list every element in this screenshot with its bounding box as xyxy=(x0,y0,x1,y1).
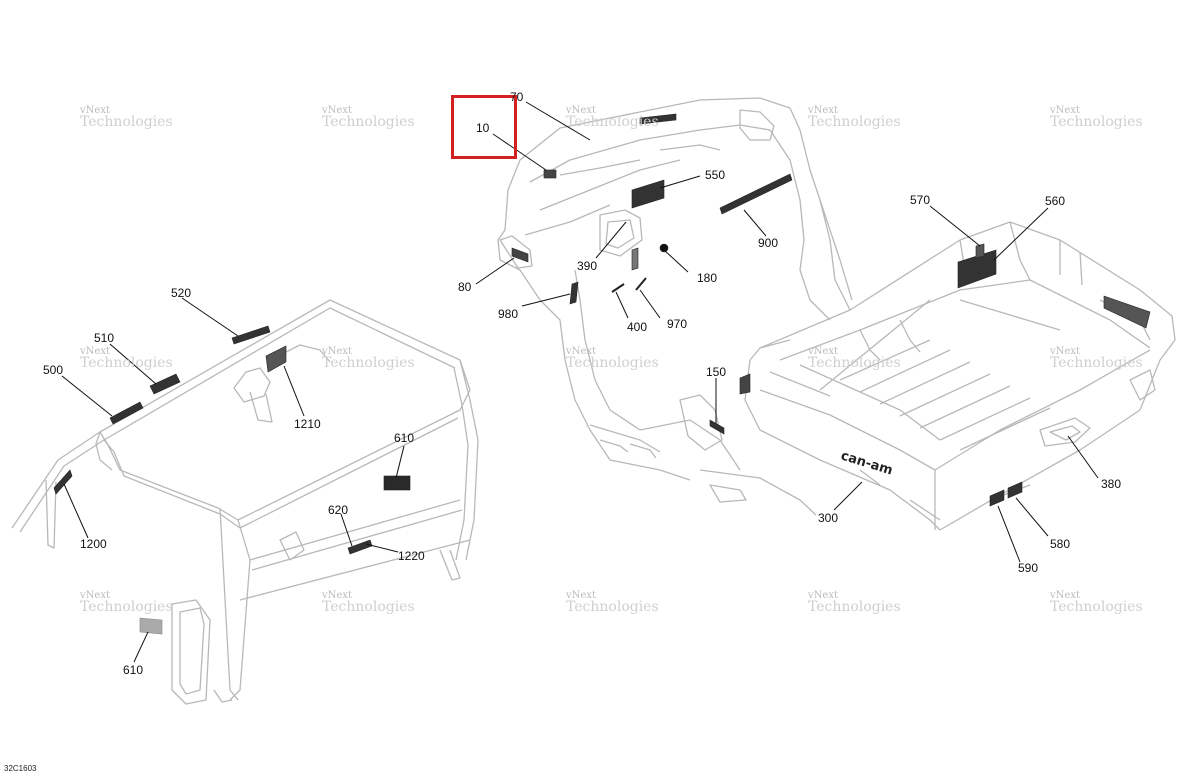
decal-70 xyxy=(639,113,677,125)
callout-520[interactable]: 520 xyxy=(171,286,192,300)
callout-380[interactable]: 380 xyxy=(1101,477,1122,491)
decal-580 xyxy=(1007,481,1023,499)
decal-970 xyxy=(635,277,647,291)
callout-580[interactable]: 580 xyxy=(1050,537,1071,551)
callout-1200[interactable]: 1200 xyxy=(80,537,107,551)
decal-80 xyxy=(511,247,529,263)
callout-610-side[interactable]: 610 xyxy=(394,431,415,445)
callout-510[interactable]: 510 xyxy=(94,331,115,345)
callout-620[interactable]: 620 xyxy=(328,503,349,517)
decal-610-side xyxy=(383,475,411,491)
selected-callout-highlight xyxy=(451,95,517,159)
decal-610-label xyxy=(139,617,163,635)
callout-500[interactable]: 500 xyxy=(43,363,64,377)
decal-500 xyxy=(109,401,144,425)
decal-390 xyxy=(631,247,639,271)
callout-390[interactable]: 390 xyxy=(577,259,598,273)
decal-510 xyxy=(149,373,181,395)
figure-id: 32C1603 xyxy=(4,764,37,773)
decal-550 xyxy=(631,179,665,209)
callout-1220[interactable]: 1220 xyxy=(398,549,425,563)
decal-1210 xyxy=(265,345,287,373)
callout-400[interactable]: 400 xyxy=(627,320,648,334)
decal-hood-left xyxy=(739,373,751,395)
callout-550[interactable]: 550 xyxy=(705,168,726,182)
callout-70[interactable]: 70 xyxy=(510,90,524,104)
decal-980 xyxy=(569,281,579,305)
decal-400 xyxy=(611,283,625,293)
callout-10[interactable]: 10 xyxy=(476,121,490,135)
cargo-bed-drawing xyxy=(744,221,1176,531)
callout-80[interactable]: 80 xyxy=(458,280,472,294)
callout-1210[interactable]: 1210 xyxy=(294,417,321,431)
callout-570[interactable]: 570 xyxy=(910,193,931,207)
callout-970[interactable]: 970 xyxy=(667,317,688,331)
callout-980[interactable]: 980 xyxy=(498,307,519,321)
decal-180 xyxy=(659,243,669,253)
front-body-drawing xyxy=(497,97,853,516)
roll-cage-drawing xyxy=(11,299,479,705)
callout-150[interactable]: 150 xyxy=(706,365,727,379)
decal-rear-right xyxy=(1103,295,1151,329)
decals xyxy=(53,113,1151,635)
decal-590 xyxy=(989,489,1005,507)
decal-570 xyxy=(975,243,985,259)
callout-610-label[interactable]: 610 xyxy=(123,663,144,677)
decal-10 xyxy=(543,169,557,179)
callout-560[interactable]: 560 xyxy=(1045,194,1066,208)
callout-900[interactable]: 900 xyxy=(758,236,779,250)
callout-180[interactable]: 180 xyxy=(697,271,718,285)
decal-150 xyxy=(709,419,725,435)
decal-900 xyxy=(719,173,793,215)
callout-300[interactable]: 300 xyxy=(818,511,839,525)
callout-590[interactable]: 590 xyxy=(1018,561,1039,575)
leader-lines xyxy=(61,101,1099,663)
decal-520 xyxy=(231,325,271,345)
decal-1200 xyxy=(53,469,73,495)
